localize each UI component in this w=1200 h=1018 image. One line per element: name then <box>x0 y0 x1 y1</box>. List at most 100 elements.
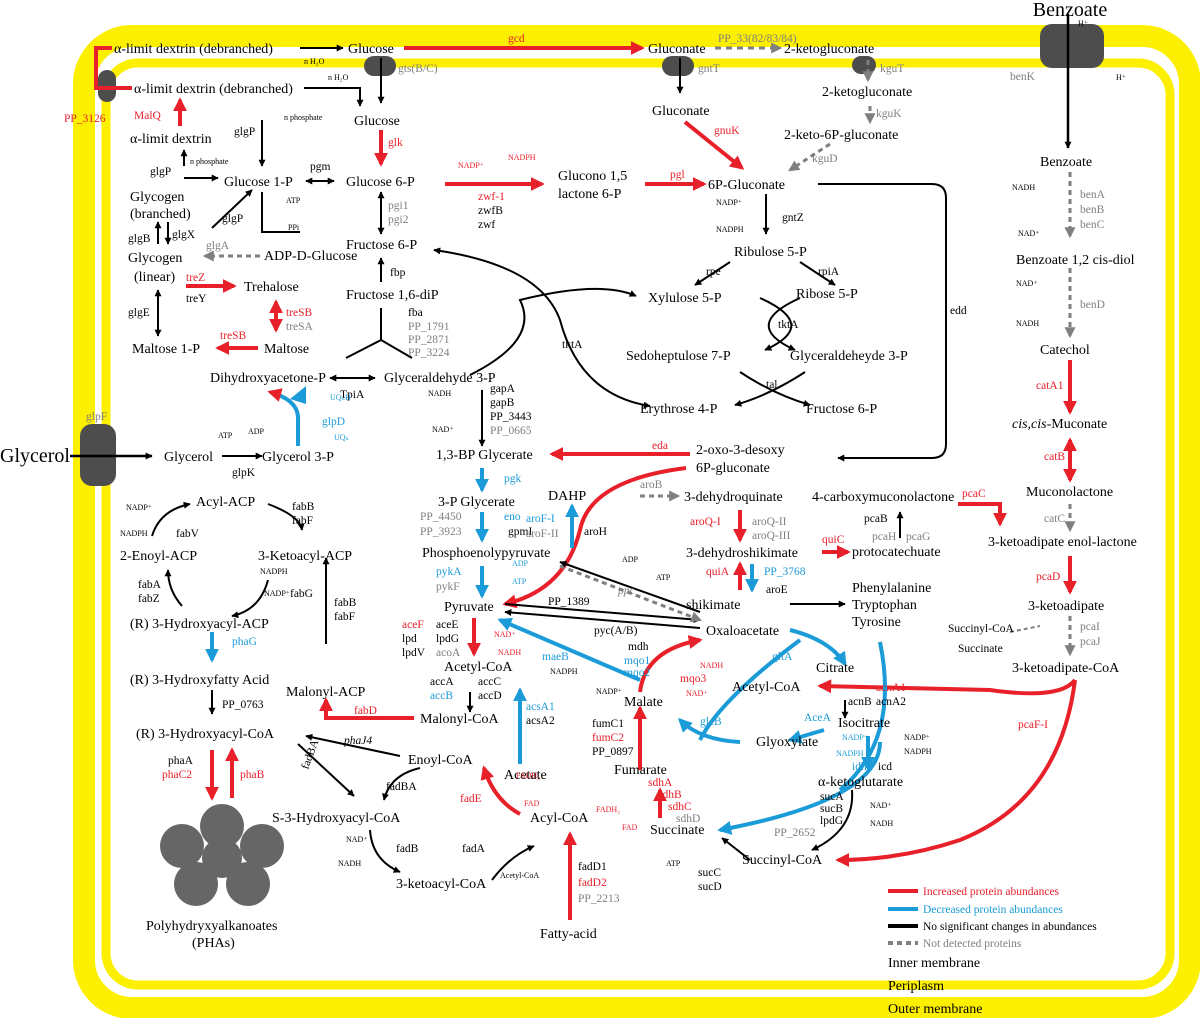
enz-pp1791: PP_1791 <box>408 321 450 333</box>
enzyme-labels-increased: gcd MalQ glk gnuK zwf-1 pgl treZ treSB t… <box>134 33 1065 889</box>
met-glycerol-in: Glycerol <box>164 450 213 465</box>
met-gluconate-peri: Gluconate <box>648 42 706 57</box>
enz-zwfB: zwfB <box>478 205 503 217</box>
met-ketogluconate-in: 2-ketogluconate <box>822 85 912 100</box>
met-malonyl-coa: Malonyl-CoA <box>420 712 499 727</box>
cof-nadph-mae: NADPH <box>550 667 578 676</box>
enz-gntZ: gntZ <box>782 212 804 224</box>
cof-nadph-idh-2: NADPH <box>904 747 932 756</box>
met-succinyl-coa: Succinyl-CoA <box>742 853 823 868</box>
met-alpha-dextrin: α-limit dextrin <box>130 132 212 147</box>
met-isocitrate: Isocitrate <box>838 716 890 731</box>
arrow-kgdh <box>811 789 854 851</box>
enz-phaJ4: phaJ4 <box>343 735 372 747</box>
enz-aroB: aroB <box>640 479 663 491</box>
metabolite-labels: α-limit dextrin (debranched) α-limit dex… <box>114 42 1137 951</box>
met-tryptophan: Tryptophan <box>852 598 917 613</box>
cof-nadh-pdh: NADH <box>498 648 521 657</box>
enz-fba: fba <box>408 307 423 319</box>
cof-nadp-idh-2: NADP⁺ <box>904 733 930 742</box>
enz-tpiA: TpiA <box>340 389 365 401</box>
cof-acetyl-coa-small: Acetyl-CoA <box>500 871 539 880</box>
muconate-italic: cis,cis <box>1012 417 1047 432</box>
met-enoyl-acp: 2-Enoyl-ACP <box>120 549 197 564</box>
enz-gpmI: gpmI <box>508 526 532 538</box>
met-adp-glucose: ADP-D-Glucose <box>264 249 357 264</box>
enz-phaG: phaG <box>232 636 257 648</box>
cof-atp-suc: ATP <box>666 859 681 868</box>
enz-pcaH: pcaH <box>872 531 896 543</box>
arrow-succinyl-coa-beta <box>1009 625 1041 633</box>
enz-aroQ2: aroQ-II <box>752 516 787 528</box>
cof-nadh-mdh: NADH <box>700 661 723 670</box>
arrow-glyoxylate-malate <box>698 638 802 741</box>
arrow-pcaF <box>817 678 1077 696</box>
enz-maeB: maeB <box>542 651 569 663</box>
met-3pg: 3-P Glycerate <box>438 495 515 510</box>
enz-sdhD: sdhD <box>676 813 700 825</box>
label-benK: benK <box>1010 71 1036 83</box>
enz-fabZ: fabZ <box>138 593 160 605</box>
enz-gcd: gcd <box>508 33 525 45</box>
reaction-arrows <box>70 14 1077 920</box>
enz-treSB-2: treSB <box>220 330 247 342</box>
enz-phaA: phaA <box>168 755 194 767</box>
met-pha: Polyhydryxyalkanoates <box>146 919 277 934</box>
arrow-pp1389 <box>504 609 701 629</box>
enz-zwf: zwf <box>478 219 495 231</box>
enz-pp2652: PP_2652 <box>774 827 816 839</box>
inner-membrane <box>101 58 1175 990</box>
enz-fadBA-1: fadBA <box>300 737 322 771</box>
legend-periplasm: Periplasm <box>888 979 944 994</box>
met-malonyl-acp: Malonyl-ACP <box>286 685 366 700</box>
enz-malq: MalQ <box>134 110 162 122</box>
arrow-fab-cycle-1 <box>267 503 305 531</box>
enz-quiC: quiC <box>822 534 845 546</box>
cof-h2o-1: n H₂O <box>304 57 325 66</box>
h-plus-outer: H⁺ <box>1078 19 1088 28</box>
enz-gapB: gapB <box>490 397 515 409</box>
met-succinate: Succinate <box>650 823 704 838</box>
arrow-glgp-3 <box>211 189 253 229</box>
met-keto6p-gluconate: 2-keto-6P-gluconate <box>784 128 898 143</box>
cof-nadh-fadB: NADH <box>338 859 361 868</box>
enz-mqo1: mqo1 <box>624 655 650 667</box>
met-acetyl-coa: Acetyl-CoA <box>444 660 513 675</box>
met-xylulose-5p: Xylulose 5-P <box>648 291 722 306</box>
met-citrate: Citrate <box>816 661 854 676</box>
legend-increased: Increased protein abundances <box>923 886 1060 898</box>
arrow-succ-coa-succ <box>721 837 751 861</box>
enz-aroE: aroE <box>766 584 788 596</box>
cof-nadh-suc: NADH <box>870 819 893 828</box>
arrow-fab-cycle-3 <box>164 569 183 607</box>
met-dehydroshikimate: 3-dehydroshikimate <box>686 546 798 561</box>
enz-mdh: mdh <box>628 641 649 653</box>
enz-gltA: gltA <box>772 651 793 663</box>
enz-glgB: glgB <box>128 233 151 245</box>
met-erythrose-4p: Erythrose 4-P <box>640 402 718 417</box>
cof-fadh2-fadE: FADH₂ <box>516 771 540 780</box>
enz-fabD: fabD <box>354 705 377 717</box>
arrow-tktA-big2 <box>433 247 651 409</box>
met-ketoadipate: 3-ketoadipate <box>1028 599 1104 614</box>
arrow-fab-cycle-2 <box>231 579 269 619</box>
enz-pykA: pykA <box>436 566 462 578</box>
met-glucose-peri: Glucose <box>348 42 394 57</box>
enz-pp2213: PP_2213 <box>578 893 620 905</box>
arrow-aldolase <box>345 308 413 359</box>
met-kdpg: 2-oxo-3-desoxy <box>696 443 785 458</box>
arrow-fab-cycle-4 <box>151 501 191 537</box>
met-13-bpg: 1,3-BP Glycerate <box>436 448 533 463</box>
legend-inner-membrane: Inner membrane <box>888 956 980 971</box>
enz-pcaJ: pcaJ <box>1080 636 1101 648</box>
cof-atp-pyc: ATP <box>656 573 671 582</box>
cof-atp-glpk: ATP <box>218 431 233 440</box>
met-ketogluconate-peri: 2-ketogluconate <box>784 42 874 57</box>
arrow-maeB <box>497 617 641 682</box>
enz-kguD: kguD <box>812 153 838 165</box>
enz-idh: idh <box>852 761 867 773</box>
enz-eda: eda <box>652 440 668 452</box>
arrow-fadBA-2 <box>382 767 421 801</box>
met-shikimate: shikimate <box>686 598 740 613</box>
enz-fumC2: fumC2 <box>592 732 624 744</box>
